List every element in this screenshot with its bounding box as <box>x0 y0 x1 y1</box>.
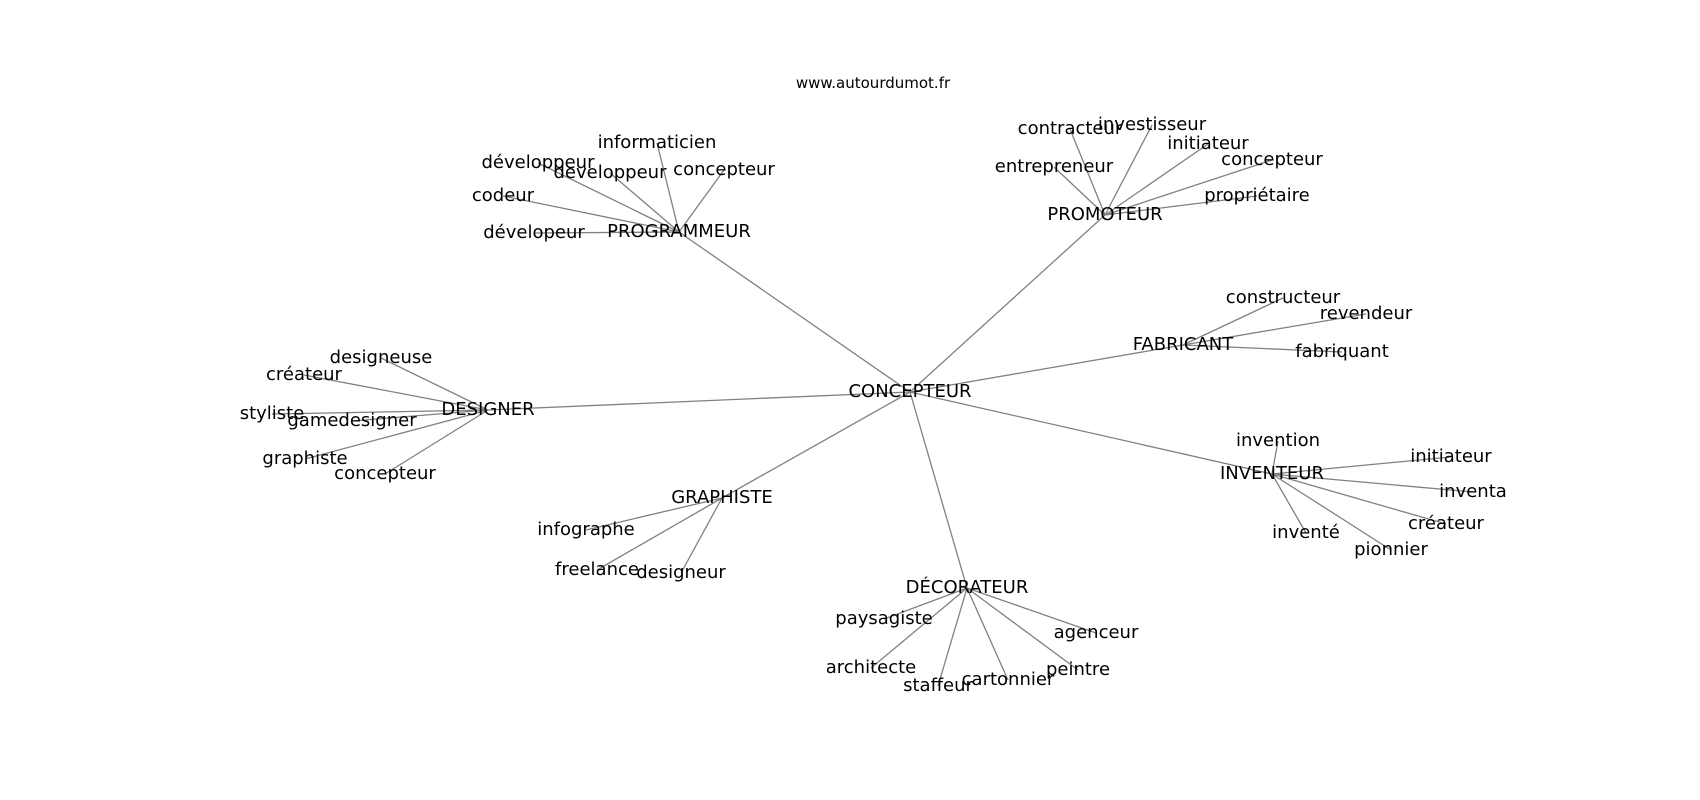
node-label-prog-codeur: codeur <box>472 185 535 206</box>
edge-concepteur-promoteur <box>909 214 1106 393</box>
node-label-prom-entrepreneur: entrepreneur <box>995 156 1114 177</box>
node-label-prom-concepteur: concepteur <box>1221 149 1323 170</box>
node-label-des-concepteur: concepteur <box>334 463 436 484</box>
edge-decorateur-dec-architecte <box>870 587 968 669</box>
node-label-des-designeuse: designeuse <box>330 347 433 368</box>
label-layer: CONCEPTEUR PROGRAMMEUR PROMOTEUR FABRICANT D… <box>240 114 1507 696</box>
node-label-gra-freelance: freelance <box>555 559 639 580</box>
node-label-designer: DESIGNER <box>441 399 534 420</box>
edge-inventeur-inv-invention <box>1271 440 1279 475</box>
edge-designer-des-styliste <box>271 409 489 415</box>
edge-programmeur-prog-developpeur-2 <box>609 172 680 233</box>
edge-designer-des-graphiste <box>304 409 489 460</box>
edge-decorateur-dec-paysagiste <box>883 587 968 620</box>
node-label-programmeur: PROGRAMMEUR <box>607 221 751 242</box>
edge-promoteur-prom-concepteur <box>1104 159 1273 216</box>
edge-concepteur-designer <box>487 391 911 411</box>
edge-decorateur-dec-agenceur <box>966 587 1097 634</box>
edge-concepteur-inventeur <box>909 391 1273 475</box>
edge-graphiste-gra-designeur <box>680 497 723 574</box>
edge-programmeur-prog-informaticien <box>656 142 680 233</box>
node-label-decorateur: DÉCORATEUR <box>906 576 1029 598</box>
edge-promoteur-prom-proprietaire <box>1104 195 1258 216</box>
node-label-fabricant: FABRICANT <box>1133 334 1235 355</box>
node-label-fab-fabriquant: fabriquant <box>1295 341 1389 362</box>
node-label-inv-inventa: inventa <box>1439 481 1507 502</box>
edge-concepteur-programmeur <box>678 231 911 393</box>
edge-decorateur-dec-staffeur <box>937 587 968 687</box>
edge-inventeur-inv-inventa <box>1271 473 1474 493</box>
node-label-dec-cartonnier: cartonnier <box>962 669 1055 690</box>
node-label-inv-invente: inventé <box>1272 522 1340 543</box>
edge-programmeur-prog-codeur <box>502 195 680 233</box>
edge-decorateur-dec-peintre <box>966 587 1079 671</box>
edge-programmeur-prog-concepteur <box>678 169 725 233</box>
node-label-dec-paysagiste: paysagiste <box>835 608 932 629</box>
node-label-prog-developpeur-1: développeur <box>482 152 596 173</box>
node-label-prom-contracteur: contracteur <box>1018 118 1123 139</box>
edge-graphiste-gra-infographe <box>585 497 723 531</box>
edge-inventeur-inv-initiateur <box>1271 456 1452 475</box>
node-label-des-styliste: styliste <box>240 403 305 424</box>
edge-designer-des-concepteur <box>384 409 489 475</box>
node-label-gra-infographe: infographe <box>537 519 635 540</box>
edge-programmeur-prog-developpeur-1 <box>537 162 680 233</box>
graph-title: www.autourdumot.fr <box>796 74 951 92</box>
edge-promoteur-prom-investisseur <box>1104 124 1153 216</box>
node-label-concepteur: CONCEPTEUR <box>848 381 971 402</box>
edge-inventeur-inv-createur <box>1271 473 1447 525</box>
edge-concepteur-decorateur <box>909 391 968 589</box>
node-label-fab-constructeur: constructeur <box>1226 287 1341 308</box>
edge-inventeur-inv-pionnier <box>1271 473 1392 551</box>
node-label-des-graphiste: graphiste <box>262 448 347 469</box>
node-label-inv-createur: créateur <box>1408 513 1485 534</box>
edge-graphiste-gra-freelance <box>596 497 723 571</box>
node-label-inv-invention: invention <box>1236 430 1320 451</box>
edge-promoteur-prom-initiateur <box>1104 143 1209 216</box>
edge-designer-des-createur <box>303 374 489 411</box>
node-label-prog-concepteur: concepteur <box>673 159 775 180</box>
node-label-prog-developeur: dévelopeur <box>483 222 585 243</box>
node-label-inventeur: INVENTEUR <box>1220 463 1324 484</box>
node-label-prog-developpeur-2: developpeur <box>554 162 668 183</box>
node-label-gra-designeur: designeur <box>636 562 726 583</box>
edge-promoteur-prom-contracteur <box>1069 128 1106 216</box>
node-label-des-createur: créateur <box>266 364 343 385</box>
edge-decorateur-dec-cartonnier <box>966 587 1009 681</box>
edge-programmeur-prog-developeur <box>533 231 680 234</box>
node-label-promoteur: PROMOTEUR <box>1047 204 1162 225</box>
edge-fabricant-fab-revendeur <box>1182 313 1367 346</box>
node-label-prom-initiateur: initiateur <box>1167 133 1249 154</box>
edge-fabricant-fab-fabriquant <box>1182 344 1343 353</box>
edge-designer-des-gamedesigner <box>351 409 489 422</box>
edge-layer <box>271 124 1474 687</box>
edge-concepteur-fabricant <box>909 344 1184 393</box>
edge-designer-des-designeuse <box>380 357 489 411</box>
node-label-prom-proprietaire: propriétaire <box>1204 185 1310 206</box>
node-label-inv-pionnier: pionnier <box>1354 539 1428 560</box>
edge-inventeur-inv-invente <box>1271 473 1307 534</box>
node-label-inv-initiateur: initiateur <box>1410 446 1492 467</box>
edge-fabricant-fab-constructeur <box>1182 297 1284 346</box>
node-label-dec-architecte: architecte <box>826 657 917 678</box>
node-label-dec-peintre: peintre <box>1046 659 1110 680</box>
node-label-graphiste: GRAPHISTE <box>671 487 773 508</box>
node-label-des-gamedesigner: gamedesigner <box>287 410 417 431</box>
node-label-prog-informaticien: informaticien <box>598 132 717 153</box>
node-label-dec-agenceur: agenceur <box>1054 622 1139 643</box>
edge-concepteur-graphiste <box>721 391 911 499</box>
node-label-dec-staffeur: staffeur <box>903 675 973 696</box>
edge-promoteur-prom-entrepreneur <box>1053 166 1106 216</box>
node-label-fab-revendeur: revendeur <box>1320 303 1413 324</box>
node-label-prom-investisseur: investisseur <box>1098 114 1207 135</box>
